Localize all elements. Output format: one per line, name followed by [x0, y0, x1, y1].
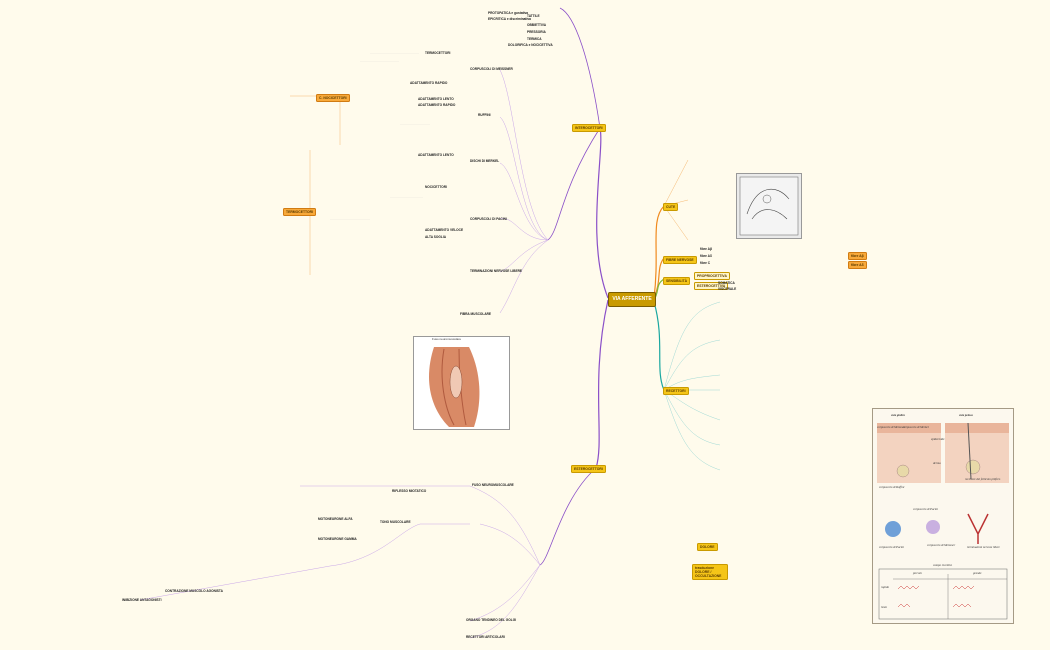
fibre-item: fibre C	[700, 261, 711, 265]
glabra-label: cute glabra	[891, 413, 905, 417]
fibre-nervose-node[interactable]: FIBRE NERVOSE	[663, 256, 697, 264]
rapido-label: rapido	[881, 585, 890, 589]
epidermide-label: epidermide	[931, 437, 945, 441]
recettori-node[interactable]: RECETTORI	[663, 387, 689, 395]
mid-item: CORPUSCOLI DI PACINI	[470, 217, 507, 221]
follicolo-label: recettore del follicolo pilifero	[965, 477, 1001, 481]
lower-item: RIFLESSO MIOTATICO	[392, 489, 427, 493]
mid-item: NOCICETTORI	[425, 185, 447, 189]
image-caption: Fuso neuromuscolare	[432, 337, 462, 341]
pelosa-label: cute pelosa	[959, 413, 973, 417]
detail-text: ·······································	[360, 59, 399, 63]
esterocettori-node[interactable]: ESTEROCETTORI	[571, 465, 606, 473]
intero-item: TERMICA	[527, 37, 542, 41]
fibre-orange-2[interactable]: fibre Aδ	[848, 261, 867, 269]
cute-diagram-sketch	[739, 176, 799, 236]
meissner-label: corpuscolo di Meissner	[877, 425, 906, 429]
intero-item: EPICRITICA e discriminativa	[488, 17, 531, 21]
mid-item: ALTA SOGLIA	[425, 235, 447, 239]
mid-item: TERMOCETTORI	[425, 51, 451, 55]
mid-item: CORPUSCOLI DI MEISSNER	[470, 67, 513, 71]
mid-item: ADATTAMENTO VELOCE	[425, 228, 464, 232]
lower-item: RECETTORI ARTICOLARI	[466, 635, 505, 639]
trasduzione-node[interactable]: trasduzione DOLORE / OCCULTAZIONE	[692, 564, 728, 580]
spindle-sketch	[429, 347, 480, 427]
libere-label: terminazioni nervose libere	[967, 545, 1000, 549]
lower-item: TONO MUSCOLARE	[380, 520, 411, 524]
merkel-label: corpuscolo di Merkel	[903, 425, 929, 429]
pacini-label-2: corpuscolo di Pacini	[879, 545, 904, 549]
lower-item: ORGANO TENDINEO DEL GOLGI	[466, 618, 517, 622]
detail-text: ········································	[330, 217, 370, 221]
campo-label: campo recettivo	[933, 563, 953, 567]
cute-diagram-image	[736, 173, 802, 239]
dolore-node[interactable]: DOLORE	[697, 543, 718, 551]
meissner-label-2: corpuscolo di Meissner	[927, 543, 956, 547]
termocettori-node[interactable]: TERMOCETTORI	[283, 208, 317, 216]
derma-label: derma	[933, 461, 941, 465]
skin-receptors-panel: cute glabra cute pelosa epidermide derma…	[872, 408, 1014, 624]
sens-item: ESTEROCETTIVA	[694, 282, 729, 290]
cute-node[interactable]: CUTE	[663, 203, 679, 211]
interocettori-node[interactable]: INTEROCETTORI	[572, 124, 606, 132]
ruffini-label: corpuscolo di Ruffini	[879, 485, 905, 489]
mid-item: RUFFINI	[478, 113, 491, 117]
fibre-item: fibre Aδ	[700, 254, 712, 258]
lower-item: MOTONEURONE ALFA	[318, 517, 353, 521]
mid-item: ADATTAMENTO LENTO	[418, 153, 454, 157]
lower-item: FIBRA MUSCOLARE	[460, 312, 492, 316]
lower-item: MOTONEURONE GAMMA	[318, 537, 357, 541]
sens-item: VISCERALE	[718, 287, 737, 291]
fibre-orange-1[interactable]: fibre Aβ	[848, 252, 867, 260]
detail-text: ······························	[400, 122, 430, 126]
mid-item: ADATTAMENTO RAPIDO	[418, 103, 456, 107]
root-node[interactable]: VIA AFFERENTE	[608, 292, 656, 307]
skin-panel-art	[877, 422, 1009, 620]
intero-item: PRESSORIA	[527, 30, 546, 34]
piccolo-label: piccolo	[913, 571, 922, 575]
mid-item: ADATTAMENTO RAPIDO	[410, 81, 448, 85]
sens-item: PROPRIOCETTIVA	[694, 272, 730, 280]
detail-text: ·································	[390, 195, 423, 199]
intero-item: OBBIETTIVA	[527, 23, 547, 27]
lower-item: CONTRAZIONE MUSCOLO AGONISTA	[165, 589, 223, 593]
lower-item: INIBIZIONE ANTAGONISTI	[122, 598, 162, 602]
intero-item: PROTOPATICA e gustativa	[488, 11, 529, 15]
pacini-label: corpuscolo di Pacini	[913, 507, 938, 511]
sensibilita-node[interactable]: SENSIBILITÀ	[663, 277, 691, 285]
muscle-spindle-image: Fuso neuromuscolare	[413, 336, 510, 430]
mid-item: TERMINAZIONI NERVOSE LIBERE	[470, 269, 523, 273]
c-nocicettori-node[interactable]: C. NOCICETTORI	[316, 94, 350, 102]
lower-item: FUSO NEUROMUSCOLARE	[472, 483, 514, 487]
lento-label: lento	[881, 605, 887, 609]
grande-label: grande	[973, 571, 982, 575]
mid-item: DISCHI DI MERKEL	[470, 159, 500, 163]
intero-item: DOLORIFICA e NOCICETTIVA	[508, 43, 553, 47]
sens-item: SOMATICA	[718, 281, 735, 285]
fibre-item: fibre Aβ	[700, 247, 712, 251]
intero-item: TATTILE	[527, 14, 540, 18]
mid-item: ADATTAMENTO LENTO	[418, 97, 454, 101]
detail-text: ········································…	[370, 51, 419, 55]
